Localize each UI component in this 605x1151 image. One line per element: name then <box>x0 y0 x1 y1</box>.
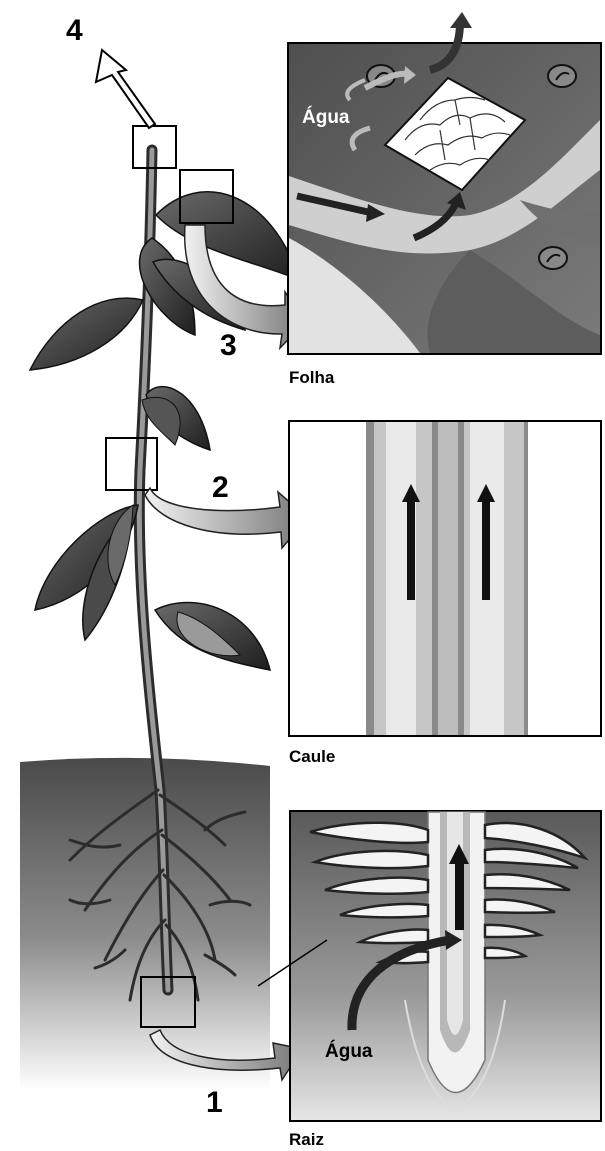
root-panel-caption: Raiz <box>289 1130 324 1149</box>
step-number-2: 2 <box>212 471 229 504</box>
soil <box>20 758 270 1090</box>
stem-panel <box>289 421 601 736</box>
step-number-4: 4 <box>66 14 83 47</box>
root-panel: Água <box>290 811 601 1121</box>
step-number-3: 3 <box>220 329 237 362</box>
stem-panel-caption: Caule <box>289 747 335 766</box>
leaf-panel-caption: Folha <box>289 368 335 387</box>
plant-leaves <box>30 192 300 670</box>
leaf-panel: Água <box>288 12 601 354</box>
zoom-box-2 <box>106 438 157 490</box>
root-water-label: Água <box>325 1040 373 1062</box>
transpiration-arrow <box>96 50 155 128</box>
step-number-1: 1 <box>206 1086 223 1119</box>
leaf-water-label: Água <box>302 106 350 128</box>
